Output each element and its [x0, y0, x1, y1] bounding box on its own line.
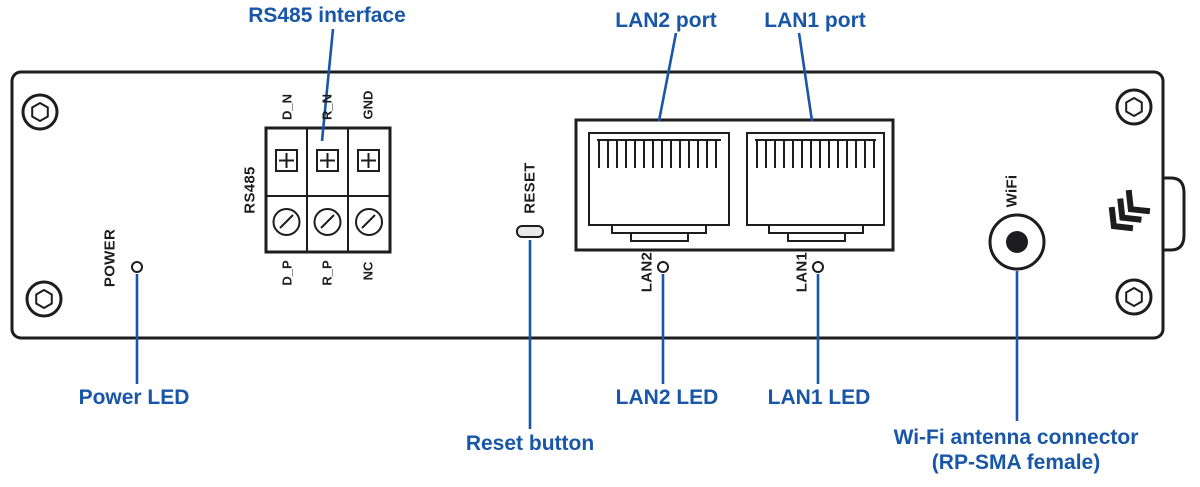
lan1-led-dot [812, 261, 824, 273]
pin-label-rp: R_P [319, 260, 335, 286]
callout-wifi-antenna: Wi-Fi antenna connector (RP-SMA female) [894, 425, 1139, 475]
panel-label-lan1: LAN1 [793, 251, 811, 293]
callout-lan1-led: LAN1 LED [767, 386, 871, 409]
brand-logo-icon [1108, 189, 1151, 232]
reset-slot [516, 225, 544, 238]
rs485-terminal-block [264, 126, 392, 254]
side-tab [1160, 176, 1186, 252]
pin-label-rn: R_N [319, 93, 335, 121]
pin-label-gnd: GND [360, 90, 376, 120]
lan2-port-jack [588, 132, 730, 242]
panel-label-reset: RESET [521, 162, 539, 214]
screw-bottom-right [1115, 278, 1153, 316]
callout-lan2-led: LAN2 LED [615, 386, 719, 409]
callout-wifi-antenna-line2: (RP-SMA female) [931, 451, 1101, 474]
pin-label-dp: D_P [279, 260, 295, 286]
callout-power-led: Power LED [78, 386, 190, 409]
lan-ports [574, 118, 895, 252]
callout-rs485-interface: RS485 interface [248, 4, 406, 27]
callout-lan2-port: LAN2 port [615, 9, 717, 32]
callout-lan1-port: LAN1 port [764, 9, 866, 32]
lan1-port-callout-line [797, 32, 814, 122]
power-led-dot [131, 261, 143, 273]
panel-label-power: POWER [101, 228, 119, 288]
screw-top-left [21, 93, 59, 131]
wifi-antenna-connector [988, 213, 1046, 271]
lan2-led-dot [657, 261, 669, 273]
screw-top-right [1115, 88, 1153, 126]
callout-wifi-antenna-line1: Wi-Fi antenna connector [893, 425, 1139, 449]
screw-bottom-left [25, 280, 63, 318]
panel-label-lan2: LAN2 [638, 251, 656, 293]
rs485-callout-line [320, 28, 335, 142]
pin-label-nc: NC [360, 261, 376, 281]
callout-reset-button: Reset button [465, 432, 595, 455]
panel-label-rs485: RS485 [241, 166, 259, 214]
pin-label-dn: D_N [279, 93, 295, 121]
panel-label-wifi: WiFi [1003, 174, 1021, 208]
lan2-port-callout-line [657, 32, 678, 122]
lan1-port-jack [746, 132, 885, 242]
